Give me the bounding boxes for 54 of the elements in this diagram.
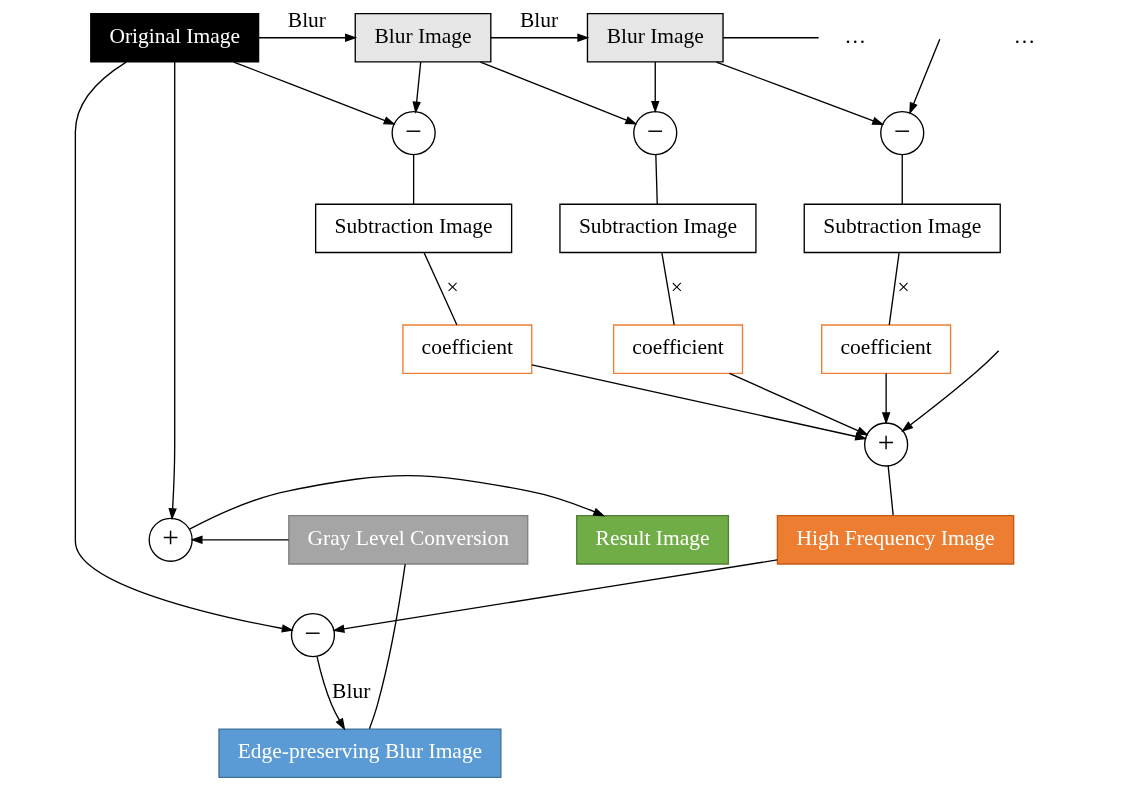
edge-label: Blur [287,7,326,32]
connector [654,154,658,205]
arrow [232,61,396,125]
arrow [411,61,421,114]
node-box: Gray Level Conversion [287,514,528,565]
node-circle: − [879,110,924,156]
node-circle: − [290,612,335,658]
arrow [167,61,177,521]
arrow [331,559,778,633]
node-box: Edge-preserving Blur Image [217,728,502,779]
arrow [900,350,999,432]
edge-label: × [897,274,910,299]
node-circle: + [148,517,193,562]
connector [368,563,406,730]
connector [722,37,819,39]
arrow [257,33,357,42]
label: … [1013,23,1035,48]
node-box: coefficient [401,324,532,375]
node-circle: + [863,422,908,467]
connector [660,252,675,326]
node-box: Subtraction Image [803,203,1001,254]
arrow [479,61,637,125]
node-box: coefficient [612,324,743,375]
node-box: Subtraction Image [558,203,757,254]
edge-label: Blur [519,7,558,32]
arrow [74,61,294,633]
node-circle: − [632,110,677,156]
connector [901,154,903,205]
node-box: Result Image [575,514,729,565]
arrow [650,61,659,114]
arrow [315,656,345,731]
edge-label: × [670,274,683,299]
edge-label: × [446,274,459,299]
arrow [881,372,890,425]
connector [888,252,900,326]
arrow [728,372,869,436]
node-box: Blur Image [586,12,724,63]
node-text: … [844,23,866,48]
connector [887,465,894,516]
node-box: coefficient [820,324,951,375]
arrow [189,535,289,545]
connector [412,154,414,205]
arrow [908,38,940,115]
arrow [489,33,589,42]
arrow [715,61,884,125]
node-circle: − [391,110,436,156]
connector [423,252,458,326]
node-box: High Frequency Image [776,514,1014,565]
arrow [530,364,867,441]
node-box: Blur Image [354,12,491,63]
edge-label: Blur [331,678,370,703]
node-box: Subtraction Image [314,203,512,254]
node-box: Original Image [89,12,259,63]
arrow [188,474,605,530]
